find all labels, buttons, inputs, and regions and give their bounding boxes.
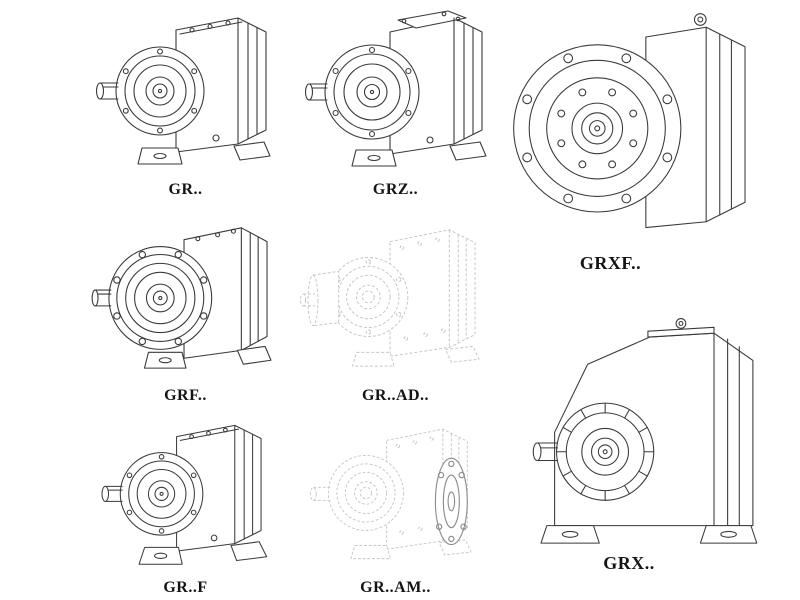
grad-input-adapter-gearbox-drawing [300, 229, 480, 367]
mounting-feet [143, 345, 272, 369]
housing [389, 10, 483, 155]
mounting-feet [351, 141, 487, 167]
motor-mounting-flange [434, 457, 468, 546]
bearing-housing [115, 46, 205, 136]
mounting-feet [138, 541, 268, 565]
grff-foot-gearbox-drawing [101, 424, 268, 565]
figure-label-gr: GR.. [168, 181, 203, 198]
grf-flange-foot-gearbox-drawing [91, 227, 272, 369]
figure-label-grz: GRZ.. [372, 181, 419, 198]
figure-label-grx: GRX.. [603, 553, 655, 573]
bearing-housing-ghost [328, 256, 409, 338]
input-shaft-ghost [310, 486, 331, 501]
housing [183, 227, 268, 359]
mounting-feet-ghost [352, 345, 480, 367]
figure-grz: GRZ.. [298, 4, 493, 200]
figure-grf: GRF.. [88, 212, 283, 406]
bearing-housing-ghost [327, 454, 404, 531]
figure-grx: GRX.. [500, 304, 790, 573]
bearing-housing [119, 452, 204, 536]
output-flange [108, 246, 213, 350]
input-shaft [91, 289, 112, 307]
input-shaft [532, 442, 559, 462]
figure-grff: GR..F [88, 412, 283, 598]
figure-grad: GR..AD.. [298, 212, 493, 406]
figure-label-grad: GR..AD.. [361, 387, 430, 404]
grz-helical-gearbox-drawing [304, 10, 487, 167]
mounting-feet [137, 141, 271, 165]
bearing-housing [324, 44, 420, 140]
housing [644, 13, 746, 229]
grxf-flange-gearbox-drawing [512, 13, 746, 229]
bearing-housing [556, 402, 655, 501]
figure-grxf: GRXF.. [498, 2, 783, 273]
input-shaft [101, 485, 123, 502]
mounting-flange [512, 44, 681, 213]
figure-label-grxf: GRXF.. [579, 253, 642, 273]
gr-helical-gearbox-drawing [95, 17, 271, 165]
input-shaft [304, 83, 328, 101]
input-shaft [95, 82, 119, 100]
mounting-feet [540, 525, 758, 544]
figure-label-grf: GRF.. [164, 387, 207, 404]
figure-label-grff: GR..F [163, 579, 208, 596]
figure-label-gram: GR..AM.. [360, 579, 431, 596]
gram-motor-flange-gearbox-drawing [310, 428, 472, 560]
grx-large-gearbox-drawing [532, 318, 758, 544]
figure-gr: GR.. [88, 4, 283, 200]
input-adapter-ghost [300, 270, 340, 327]
figure-gram: GR..AM.. [298, 412, 493, 598]
